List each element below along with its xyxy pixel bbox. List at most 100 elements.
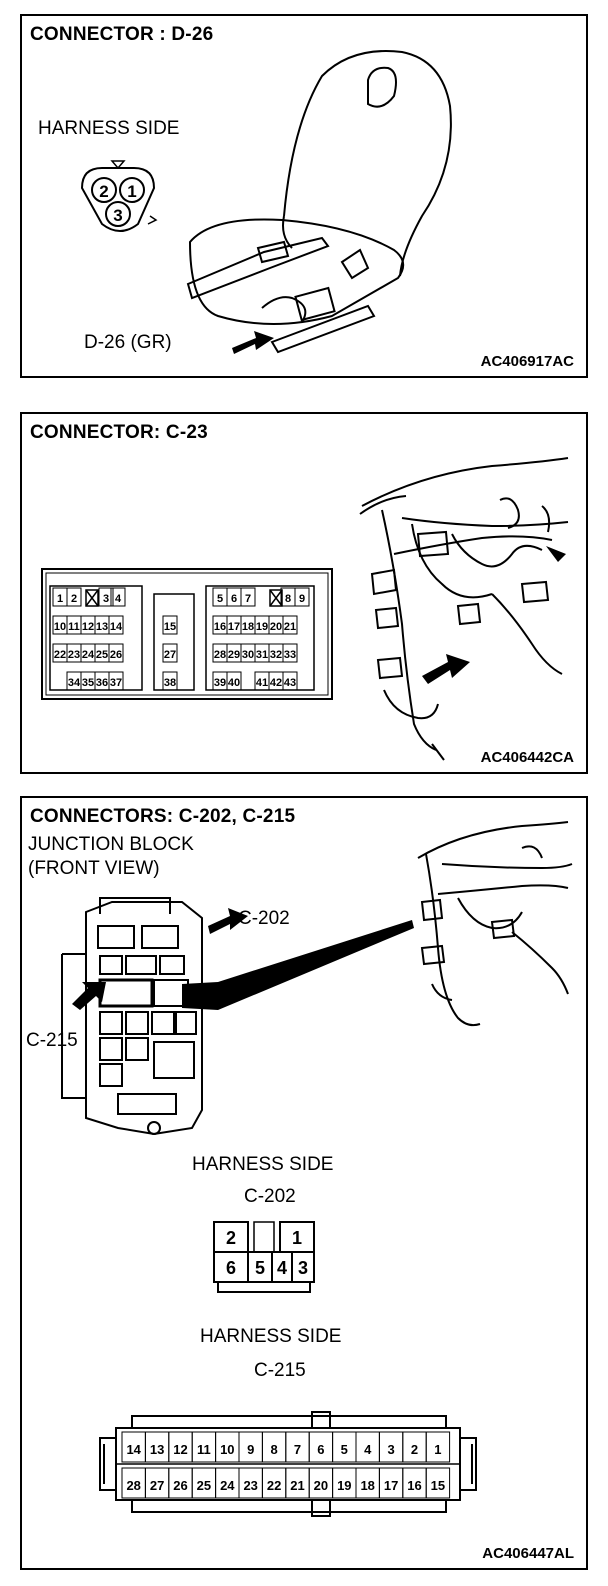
c23-pin: 37 xyxy=(110,677,122,689)
c23-pin-cell xyxy=(108,615,124,635)
c215-arrow xyxy=(72,982,106,1010)
d26-drawing: 2 1 3 xyxy=(80,50,452,354)
panel-title: CONNECTOR: C-23 xyxy=(30,422,208,443)
c215-pin: 25 xyxy=(197,1478,211,1493)
panel-title: CONNECTOR : D-26 xyxy=(30,24,214,45)
c215-pin: 23 xyxy=(243,1478,257,1493)
c23-pin: 6 xyxy=(231,593,237,605)
c23-pin: 15 xyxy=(164,621,176,633)
c23-pin: 33 xyxy=(284,649,296,661)
c23-pin: 14 xyxy=(110,621,123,633)
d26-arrow xyxy=(232,331,274,354)
seat-illustration xyxy=(186,50,452,354)
c23-pin-cell xyxy=(162,671,178,691)
c215-pin: 18 xyxy=(360,1478,374,1493)
c23-pin-cell xyxy=(282,615,298,635)
c23-pin: 4 xyxy=(115,593,122,605)
harness-side-label: HARNESS SIDE xyxy=(192,1154,334,1175)
c215-pin: 4 xyxy=(364,1442,372,1457)
c23-pin: 30 xyxy=(242,649,254,661)
c215-pin: 22 xyxy=(267,1478,281,1493)
harness-side-label: HARNESS SIDE xyxy=(200,1326,342,1347)
c202-callout-label: C-202 xyxy=(238,908,290,929)
c23-pin: 5 xyxy=(217,593,223,605)
dashboard-illustration xyxy=(417,821,573,1027)
c215-pin: 6 xyxy=(317,1442,324,1457)
c23-pin: 26 xyxy=(110,649,122,661)
c23-pin: 21 xyxy=(284,621,296,633)
c23-pin: 18 xyxy=(242,621,254,633)
c23-pin-cell xyxy=(294,587,310,607)
c215-pin: 14 xyxy=(126,1442,141,1457)
c215-callout-label: C-215 xyxy=(26,1030,78,1051)
c215-pin: 1 xyxy=(434,1442,441,1457)
c202-pin: 4 xyxy=(277,1258,287,1278)
c23-pin: 39 xyxy=(214,677,226,689)
c23-pin: 8 xyxy=(285,593,291,605)
c23-pin: 43 xyxy=(284,677,296,689)
c23-pin: 35 xyxy=(82,677,94,689)
junction-block-label: JUNCTION BLOCK xyxy=(28,834,194,855)
c215-pin: 12 xyxy=(173,1442,187,1457)
connector-d26-panel: CONNECTOR : D-26 HARNESS SIDE 2 1 3 xyxy=(20,14,588,378)
d26-pin: 1 xyxy=(127,182,136,201)
c215-pin: 15 xyxy=(431,1478,445,1493)
c23-pin: 36 xyxy=(96,677,108,689)
c215-pin-cell xyxy=(425,1431,451,1463)
c23-pin: 2 xyxy=(71,593,77,605)
c202-pin: 5 xyxy=(255,1258,265,1278)
panel-title: CONNECTORS: C-202, C-215 xyxy=(30,806,296,827)
c23-pin: 40 xyxy=(228,677,240,689)
junction-block xyxy=(61,897,203,1136)
d26-pin: 2 xyxy=(99,182,108,201)
c215-pin: 8 xyxy=(270,1442,277,1457)
c202-pin: 6 xyxy=(226,1258,236,1278)
connectors-c202-c215-panel: CONNECTORS: C-202, C-215 JUNCTION BLOCK … xyxy=(20,796,588,1570)
harness-side-label: HARNESS SIDE xyxy=(38,118,180,139)
c215-name-label: C-215 xyxy=(254,1360,306,1381)
c23-pin: 22 xyxy=(54,649,66,661)
c202-arrow xyxy=(208,908,248,934)
c23-pin-cell xyxy=(162,615,178,635)
c23-pin: 28 xyxy=(214,649,226,661)
c23-pin: 24 xyxy=(82,649,95,661)
c23-arrow xyxy=(422,654,470,684)
c23-pin: 25 xyxy=(96,649,108,661)
c202-pin: 3 xyxy=(298,1258,308,1278)
c215-pin: 7 xyxy=(294,1442,301,1457)
d26-pin: 3 xyxy=(113,206,122,225)
d26-connector-face: 2 1 3 xyxy=(80,160,158,232)
c215-connector xyxy=(99,1411,477,1517)
c23-pin: 23 xyxy=(68,649,80,661)
c23-pin: 7 xyxy=(245,593,251,605)
c23-pin: 16 xyxy=(214,621,226,633)
c23-pin: 3 xyxy=(103,593,109,605)
c23-pin: 20 xyxy=(270,621,282,633)
c23-pin: 13 xyxy=(96,621,108,633)
dashboard-illustration xyxy=(359,457,569,761)
c215-pin-cell xyxy=(425,1467,451,1499)
c215-pin: 3 xyxy=(387,1442,394,1457)
c23-pin: 41 xyxy=(256,677,268,689)
c23-pin-cell xyxy=(108,643,124,663)
c215-pin: 24 xyxy=(220,1478,235,1493)
c23-pin-cell xyxy=(110,587,126,607)
c215-pin: 26 xyxy=(173,1478,187,1493)
c215-pin: 27 xyxy=(150,1478,164,1493)
c23-pin: 32 xyxy=(270,649,282,661)
c23-pin-cell xyxy=(226,671,242,691)
c23-pin-cell xyxy=(66,587,82,607)
c215-pin: 21 xyxy=(290,1478,304,1493)
c215-pin: 17 xyxy=(384,1478,398,1493)
c23-pin-cell xyxy=(282,671,298,691)
c215-pin: 9 xyxy=(247,1442,254,1457)
c215-pin: 19 xyxy=(337,1478,351,1493)
c23-pin: 42 xyxy=(270,677,282,689)
c215-pin: 13 xyxy=(150,1442,164,1457)
c215-pin: 16 xyxy=(407,1478,421,1493)
